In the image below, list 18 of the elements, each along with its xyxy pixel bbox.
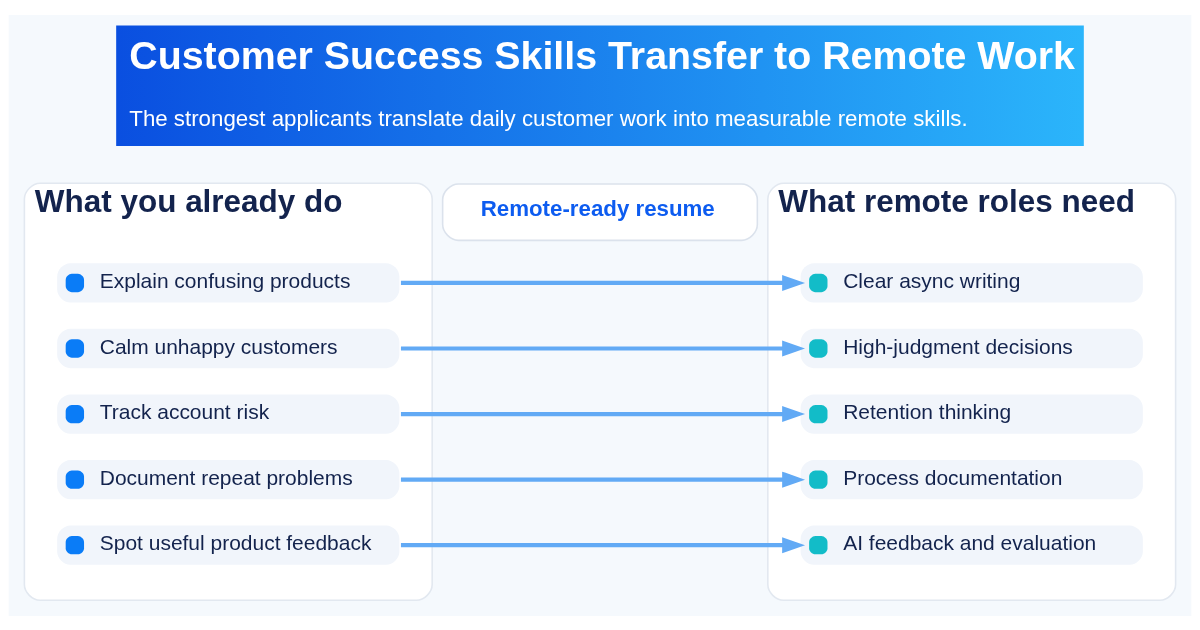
node-box: Clear async writing [800,262,1143,303]
node-box: High-judgment decisions [800,328,1143,368]
node-box: Explain confusing products [57,262,400,303]
arrow [400,536,806,553]
node-box: Remote-ready resume [441,182,759,241]
caption: The strongest applicants translate daily customer work into measurable remote skills. [129,105,968,131]
node-box: Spot useful product feedback [57,525,400,565]
arrow [400,340,806,356]
diagram-title: Customer Success Skills Transfer to Remote Work [129,32,1075,77]
arrow [400,405,806,422]
node-box: Document repeat problems [57,459,400,499]
arrow [400,274,806,291]
node-box: Track account risk [57,393,400,434]
node-box: Retention thinking [800,393,1143,434]
node-box: Calm unhappy customers [57,328,400,368]
arrow [400,471,806,488]
node-box: AI feedback and evaluation [800,525,1143,565]
node-box: Process documentation [800,459,1143,499]
